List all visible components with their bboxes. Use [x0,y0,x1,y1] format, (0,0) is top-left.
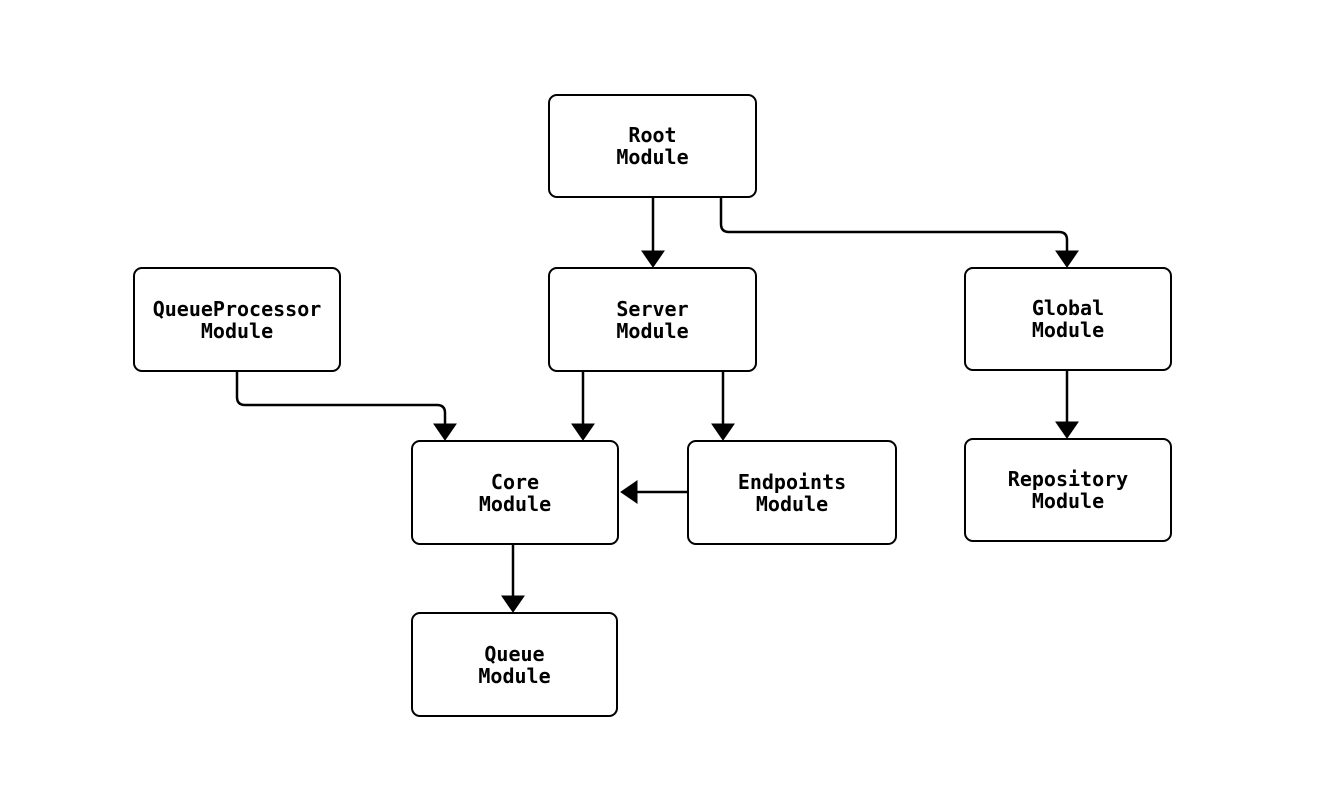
node-queue-module-label: Queue Module [478,641,551,688]
node-queueprocessor-module: QueueProcessor Module [133,267,341,372]
node-queue-module: Queue Module [411,612,618,717]
node-server-module: Server Module [548,267,757,372]
edge-root-to-server [641,198,665,268]
edge-core-to-queue [501,545,525,613]
node-endpoints-module-label: Endpoints Module [737,469,847,516]
node-endpoints-module: Endpoints Module [687,440,897,545]
node-core-module-label: Core Module [478,469,552,516]
node-repository-module: Repository Module [964,438,1172,542]
node-server-module-label: Server Module [616,296,689,343]
node-queueprocessor-module-label: QueueProcessor Module [152,296,322,343]
node-root-module: Root Module [548,94,757,198]
edge-queueprocessor-to-core [235,372,457,441]
edge-root-to-global [719,198,1079,268]
node-root-module-label: Root Module [616,123,689,169]
node-core-module: Core Module [411,440,619,545]
edge-server-to-endpoints [711,372,735,441]
edge-endpoints-to-core [620,480,687,504]
edge-server-to-core [571,372,595,441]
node-global-module-label: Global Module [1031,296,1105,342]
node-repository-module-label: Repository Module [1007,467,1129,513]
edge-global-to-repository [1055,371,1079,439]
node-global-module: Global Module [964,267,1172,371]
